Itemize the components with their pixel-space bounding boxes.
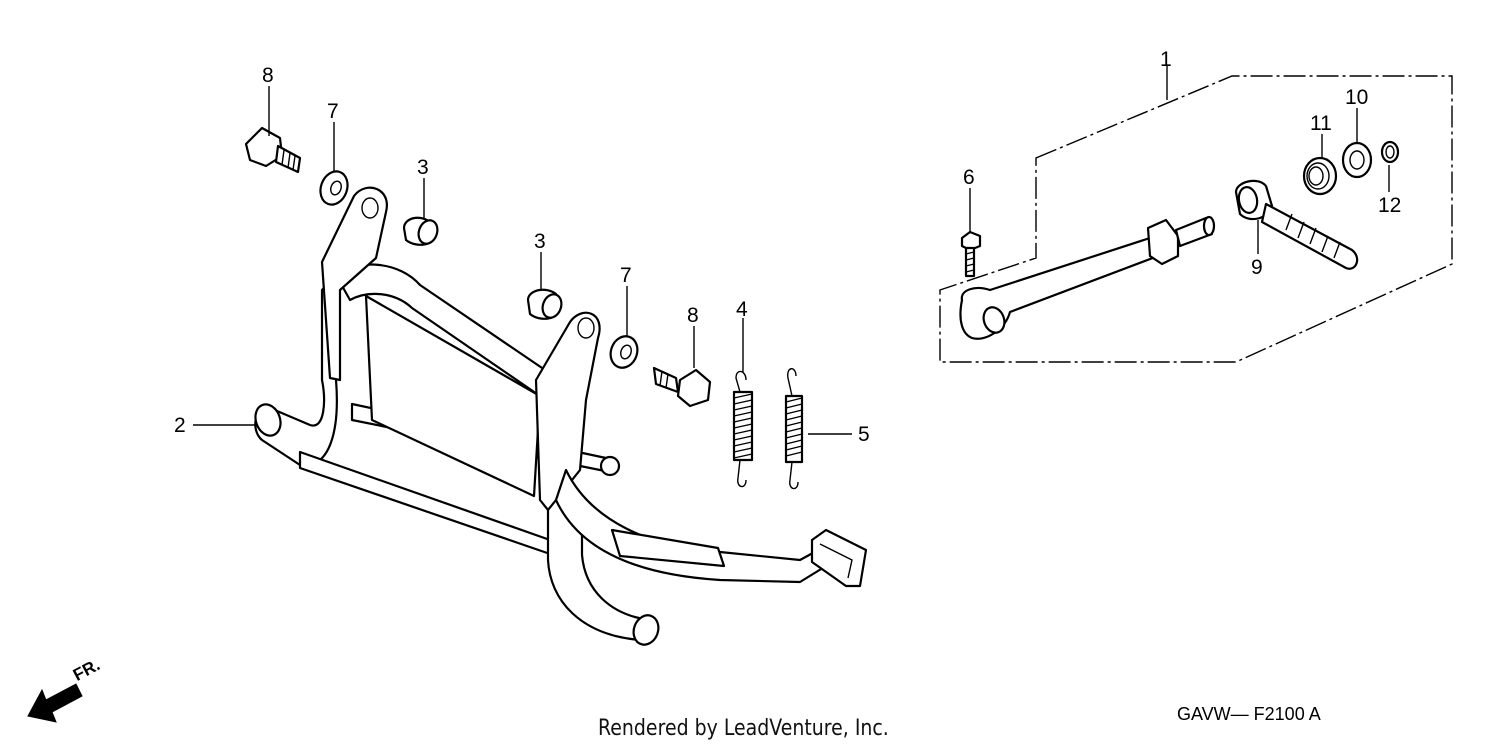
kick-starter-assembly-box: [939, 75, 1453, 363]
callout-10[interactable]: 10: [1345, 86, 1368, 109]
collar-right[interactable]: [526, 288, 565, 321]
render-credit: Rendered by LeadVenture, Inc.: [598, 716, 889, 741]
collar-left[interactable]: [402, 216, 441, 247]
callout-4[interactable]: 4: [736, 298, 748, 321]
callout-12[interactable]: 12: [1378, 194, 1401, 217]
callout-8-left[interactable]: 8: [262, 64, 274, 87]
callout-7-right[interactable]: 7: [620, 264, 632, 287]
circlip[interactable]: [1380, 140, 1400, 164]
callout-numbers: 1 2 3 3 4 5 6 7 7 8 8 9 10 11 12: [174, 48, 1401, 446]
callout-6[interactable]: 6: [963, 166, 975, 189]
kick-starter-spindle[interactable]: [1234, 179, 1359, 270]
callout-3-left[interactable]: 3: [417, 156, 429, 179]
callout-8-right[interactable]: 8: [687, 304, 699, 327]
callout-1[interactable]: 1: [1160, 48, 1172, 71]
thrust-washer[interactable]: [1341, 141, 1373, 179]
washer-right[interactable]: [606, 333, 641, 372]
kick-starter-spring[interactable]: [1302, 156, 1338, 196]
front-direction-arrow-icon: [27, 683, 83, 723]
washer-left[interactable]: [316, 168, 352, 209]
flange-bolt-left[interactable]: [244, 126, 302, 174]
callout-3-right[interactable]: 3: [534, 230, 546, 253]
callout-7-left[interactable]: 7: [327, 100, 339, 123]
callout-2[interactable]: 2: [174, 414, 186, 437]
callout-5[interactable]: 5: [858, 423, 870, 446]
leader-lines: [193, 66, 1390, 435]
spring-outer[interactable]: [732, 370, 754, 488]
diagram-code: GAVW— F2100 A: [1177, 704, 1321, 724]
callout-9[interactable]: 9: [1251, 256, 1263, 279]
callout-11[interactable]: 11: [1310, 112, 1332, 135]
kick-starter-arm[interactable]: [959, 215, 1216, 340]
flange-bolt-right[interactable]: [652, 366, 712, 408]
main-stand[interactable]: [251, 186, 868, 649]
spring-inner[interactable]: [784, 368, 804, 490]
kick-arm-bolt[interactable]: [960, 230, 982, 278]
